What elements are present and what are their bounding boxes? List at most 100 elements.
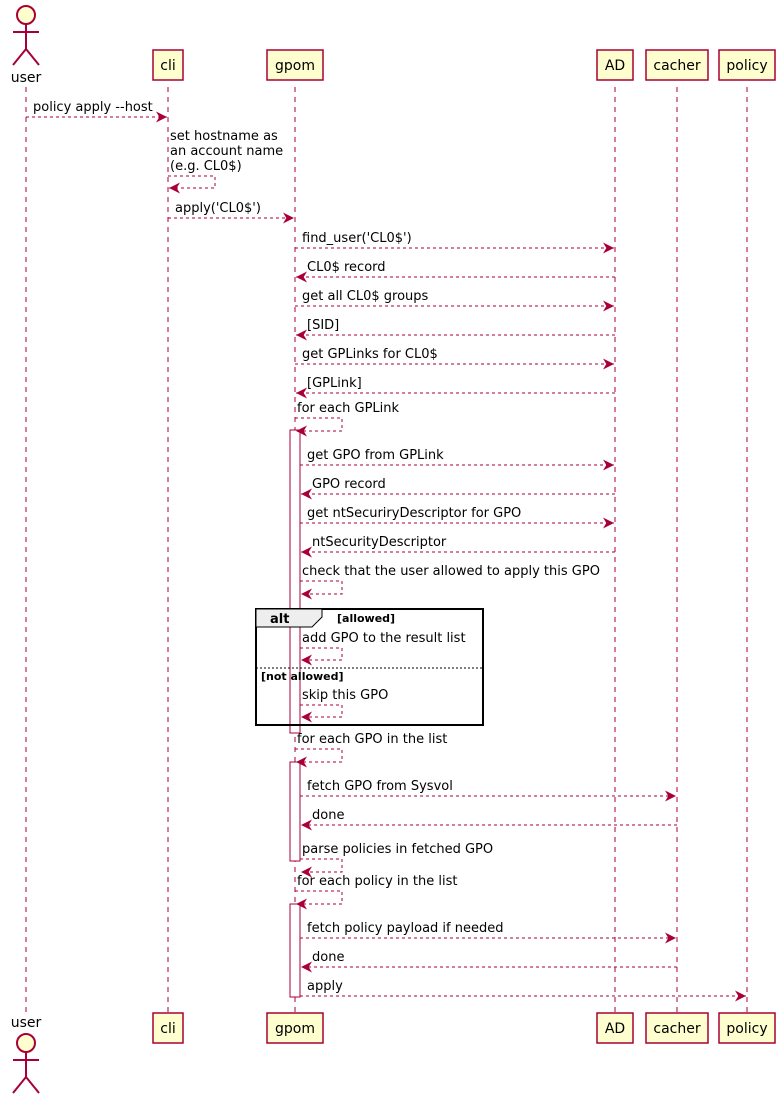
participant-label: cacher <box>653 58 700 74</box>
message-arrow <box>300 858 343 878</box>
participant-label: user <box>11 70 42 86</box>
participant-label: policy <box>726 1021 767 1037</box>
activation-bar <box>289 903 301 998</box>
participant-label: AD <box>605 58 625 74</box>
message-label: get GPO from GPLink <box>307 448 444 463</box>
message: GPO record <box>301 477 615 500</box>
participant-box <box>718 49 776 81</box>
message: CL0$ record <box>296 260 615 283</box>
message: fetch policy payload if needed <box>300 921 676 944</box>
message-label: for each GPO in the list <box>297 732 447 747</box>
participant-box <box>152 1012 184 1044</box>
message-arrow <box>300 704 343 723</box>
message: for each GPLink <box>295 401 399 437</box>
participant-box <box>645 1012 709 1044</box>
message-label: set hostname as <box>170 129 278 144</box>
participant-box <box>266 1012 324 1044</box>
alt-header-tab <box>255 608 323 628</box>
message-label: check that the user allowed to apply thi… <box>302 564 600 579</box>
message: for each policy in the list <box>295 874 457 910</box>
message-label: (e.g. CL0$) <box>170 159 242 174</box>
participant-box <box>718 1012 776 1044</box>
message-arrow <box>295 748 343 768</box>
message-arrow <box>300 647 343 666</box>
participant-gpom-top: gpom <box>266 49 324 81</box>
participant-cacher-top: cacher <box>645 49 709 81</box>
message-arrow <box>300 580 343 600</box>
participant-ad-top: AD <box>596 49 634 81</box>
message: check that the user allowed to apply thi… <box>300 564 600 600</box>
participant-box <box>152 49 184 81</box>
message-label: get ntSecuriryDescriptor for GPO <box>307 506 521 521</box>
message: ntSecurityDescriptor <box>301 535 615 558</box>
actor-icon <box>12 5 40 66</box>
alt-frame <box>255 608 484 726</box>
actor-top: user <box>11 5 42 86</box>
message-label: fetch GPO from Sysvol <box>307 779 453 794</box>
message: for each GPO in the list <box>295 732 447 768</box>
message: [GPLink] <box>296 376 615 399</box>
message-label: an account name <box>170 144 283 159</box>
message-arrow <box>295 417 343 437</box>
message: done <box>301 808 677 831</box>
message: find_user('CL0$') <box>295 231 614 254</box>
message-label: ntSecurityDescriptor <box>312 535 447 550</box>
message-label: apply <box>307 979 343 994</box>
message: policy apply --host <box>26 100 167 123</box>
activation-bar <box>289 761 301 862</box>
message: fetch GPO from Sysvol <box>300 779 676 802</box>
message: get ntSecuriryDescriptor for GPO <box>300 506 614 529</box>
participant-policy-bottom: policy <box>718 1012 776 1044</box>
message-label: fetch policy payload if needed <box>307 921 503 936</box>
participant-label: cli <box>160 1021 175 1037</box>
participant-label: user <box>11 1015 42 1031</box>
activation-bars <box>289 429 301 998</box>
message-arrow <box>295 890 343 910</box>
participant-box <box>266 49 324 81</box>
participant-label: gpom <box>275 1021 315 1037</box>
message: get GPO from GPLink <box>300 448 614 471</box>
message-label: parse policies in fetched GPO <box>302 842 493 857</box>
message: apply('CL0$') <box>168 201 294 224</box>
message-label: apply('CL0$') <box>175 201 261 216</box>
message: get all CL0$ groups <box>295 289 614 312</box>
message: get GPLinks for CL0$ <box>295 347 614 370</box>
alt-keyword: alt <box>270 612 289 627</box>
message-label: get GPLinks for CL0$ <box>302 347 438 362</box>
participants: useruserclicligpomgpomADADcachercacherpo… <box>11 5 776 1094</box>
alt-guard-not-allowed: [not allowed] <box>261 670 344 683</box>
participant-label: cli <box>160 58 175 74</box>
participant-label: cacher <box>653 1021 700 1037</box>
participant-label: policy <box>726 58 767 74</box>
message-label: CL0$ record <box>307 260 386 275</box>
message-label: done <box>312 808 344 823</box>
message-label: for each policy in the list <box>297 874 457 889</box>
participant-cacher-bottom: cacher <box>645 1012 709 1044</box>
alt-fragment: alt [allowed] [not allowed] <box>255 608 484 726</box>
participant-box <box>645 49 709 81</box>
message-label: get all CL0$ groups <box>302 289 429 304</box>
actor-bottom: user <box>11 1015 42 1094</box>
message-label: done <box>312 950 344 965</box>
participant-policy-top: policy <box>718 49 776 81</box>
participant-cli-bottom: cli <box>152 1012 184 1044</box>
participant-box <box>596 49 634 81</box>
message-label: [GPLink] <box>307 376 362 391</box>
message: parse policies in fetched GPO <box>300 842 493 878</box>
message: done <box>301 950 677 973</box>
message-label: skip this GPO <box>302 688 388 703</box>
message-label: [SID] <box>307 318 339 333</box>
message: add GPO to the result list <box>300 631 466 666</box>
participant-label: gpom <box>275 58 315 74</box>
message: apply <box>300 979 746 1002</box>
message: skip this GPO <box>300 688 388 723</box>
participant-ad-bottom: AD <box>596 1012 634 1044</box>
message-label: find_user('CL0$') <box>302 231 412 246</box>
participant-box <box>596 1012 634 1044</box>
alt-guard-allowed: [allowed] <box>337 612 395 625</box>
message-arrow <box>168 175 216 194</box>
actor-icon <box>12 1033 40 1094</box>
